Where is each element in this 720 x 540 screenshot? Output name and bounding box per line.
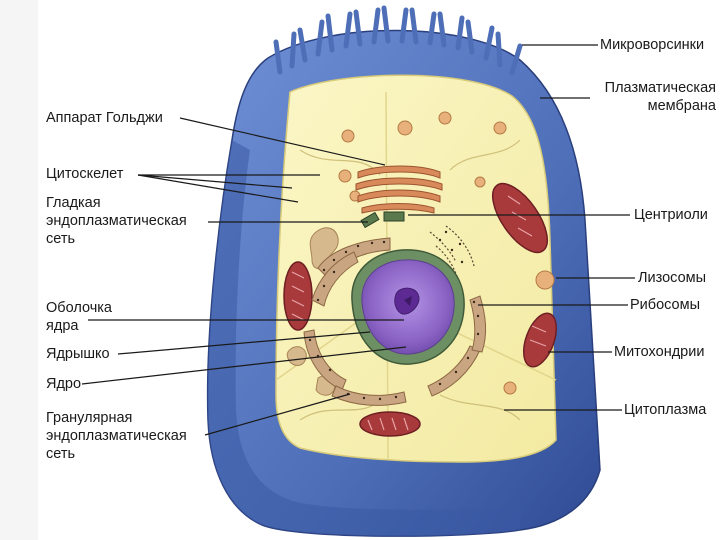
label-plasma-membrane-line2: мембрана	[648, 98, 716, 115]
label-lysosomes: Лизосомы	[638, 270, 706, 287]
label-nucleolus: Ядрышко	[46, 346, 110, 363]
label-envelope-line2: ядра	[46, 318, 78, 335]
label-cytoplasm: Цитоплазма	[624, 402, 706, 419]
label-envelope-line1: Оболочка	[46, 300, 112, 317]
label-microvilli: Микроворсинки	[600, 37, 704, 54]
label-rough-er-line2: эндоплазматическая	[46, 428, 187, 445]
label-centrioles: Центриоли	[634, 207, 708, 224]
label-ribosomes: Рибосомы	[630, 297, 700, 314]
label-golgi: Аппарат Гольджи	[46, 110, 163, 127]
label-smooth-er-line2: эндоплазматическая	[46, 213, 187, 230]
label-plasma-membrane-line1: Плазматическая	[605, 80, 716, 97]
label-cytoskeleton: Цитоскелет	[46, 166, 123, 183]
label-smooth-er-line1: Гладкая	[46, 195, 101, 212]
label-rough-er-line3: сеть	[46, 446, 75, 463]
label-smooth-er-line3: сеть	[46, 231, 75, 248]
label-rough-er-line1: Гранулярная	[46, 410, 132, 427]
label-nucleus: Ядро	[46, 376, 81, 393]
label-mitochondria: Митохондрии	[614, 344, 704, 361]
